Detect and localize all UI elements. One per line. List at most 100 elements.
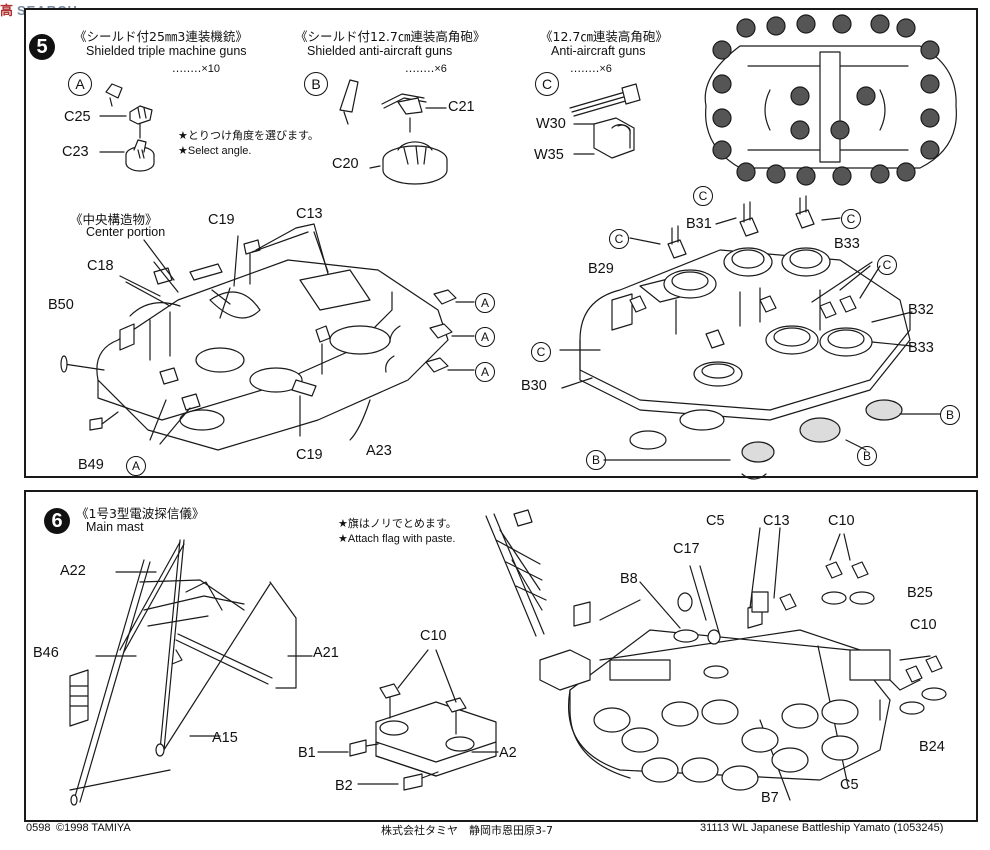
- part-b33-bottom-label: B33: [908, 340, 934, 356]
- part-c19-bottom-label: C19: [296, 447, 323, 463]
- leader-lines: [143, 231, 329, 319]
- part-a2-label: A2: [499, 745, 517, 761]
- part-b49-label: B49: [78, 457, 104, 473]
- part-b50-label: B50: [48, 297, 74, 313]
- part-a21-label: A21: [313, 645, 339, 661]
- gun-mount-ring-inner: [773, 327, 811, 347]
- gun-position-dot: [766, 16, 786, 36]
- center-structure-assembled: [579, 249, 911, 480]
- part-b2-label: B2: [335, 778, 353, 794]
- part-a15-label: A15: [212, 730, 238, 746]
- part-b8-label: B8: [620, 571, 638, 587]
- gun-mount-ring-inner: [789, 249, 823, 269]
- marker-c: C: [535, 72, 559, 96]
- group-a-title-jp: 《シールド付25㎜3連装機銃》: [74, 29, 248, 44]
- gun-position-dot: [920, 40, 940, 60]
- ac-guns-right: [559, 195, 941, 461]
- deck-gun-ring: [821, 735, 859, 761]
- gun-mount-rings: [663, 247, 873, 387]
- marker-c: C: [693, 186, 713, 206]
- group-a-qty: ‥‥‥‥×10: [172, 63, 221, 75]
- select-angle-note-jp: ★とりつけ角度を選びます。: [178, 129, 319, 142]
- marker-c: C: [531, 342, 551, 362]
- a-marker-guns: [385, 289, 475, 373]
- part-c17-label: C17: [673, 541, 700, 557]
- marker-c: C: [877, 255, 897, 275]
- mast-base-block: [317, 649, 499, 791]
- marker-a: A: [475, 293, 495, 313]
- ship-overview-plan: [704, 45, 957, 169]
- part-c5-bottom-label: C5: [840, 777, 859, 793]
- marker-b: B: [940, 405, 960, 425]
- part-b25-label: B25: [907, 585, 933, 601]
- group-c-title-jp: 《12.7㎝連装高角砲》: [540, 29, 668, 44]
- gun-position-dot: [830, 120, 850, 140]
- gun-mount-ring-inner: [701, 363, 735, 379]
- gun-position-dot: [796, 14, 816, 34]
- gun-position-dot: [870, 14, 890, 34]
- part-b32-label: B32: [908, 302, 934, 318]
- marker-b: B: [857, 446, 877, 466]
- gun-mount-ring-inner: [731, 249, 765, 269]
- deck-gun-ring: [741, 727, 779, 753]
- gun-position-dot: [920, 140, 940, 160]
- gun-position-dot: [736, 162, 756, 182]
- gun-mount-ring-inner: [827, 329, 865, 349]
- part-c19-top-label: C19: [208, 212, 235, 228]
- part-c10-top-label: C10: [828, 513, 855, 529]
- marker-c: C: [841, 209, 861, 229]
- center-structure: [60, 223, 449, 451]
- marker-a: A: [475, 327, 495, 347]
- gun-position-dot: [920, 108, 940, 128]
- gun-position-dot: [920, 74, 940, 94]
- deck-gun-ring: [641, 757, 679, 783]
- part-c13-label: C13: [763, 513, 790, 529]
- group-c-qty: ‥‥‥‥×6: [570, 63, 612, 75]
- center-portion-title-jp: 《中央構造物》: [70, 212, 158, 227]
- gun-position-dot: [856, 86, 876, 106]
- part-c13-label: C13: [296, 206, 323, 222]
- main-mast-title-en: Main mast: [86, 520, 144, 534]
- footer-code: 0598: [26, 822, 51, 834]
- footer-copyright: ©1998 TAMIYA: [56, 822, 131, 834]
- overview-gun-positions: [712, 14, 940, 186]
- main-mast-title-jp: 《1号3型電波探信儀》: [76, 506, 205, 521]
- part-c10-right-label: C10: [910, 617, 937, 633]
- triple-machine-gun-part: [99, 83, 155, 172]
- part-c5-top-label: C5: [706, 513, 725, 529]
- part-c10-left-label: C10: [420, 628, 447, 644]
- rear-deck-assembly: [485, 509, 931, 801]
- attach-flag-note-en: ★Attach flag with paste.: [338, 533, 456, 545]
- deck-gun-ring: [681, 757, 719, 783]
- shielded-aa-gun-part: [339, 79, 448, 185]
- footer-company: 株式会社タミヤ 静岡市恩田原3-7: [381, 824, 553, 837]
- part-b29-label: B29: [588, 261, 614, 277]
- part-b30-label: B30: [521, 378, 547, 394]
- deck-gun-rings: [593, 699, 859, 791]
- part-c20-label: C20: [332, 156, 359, 172]
- gun-position-dot: [712, 140, 732, 160]
- part-c18-label: C18: [87, 258, 114, 274]
- part-b33-top-label: B33: [834, 236, 860, 252]
- marker-c: C: [609, 229, 629, 249]
- gun-position-dot: [832, 14, 852, 34]
- group-b-title-jp: 《シールド付12.7㎝連装高角砲》: [295, 29, 486, 44]
- deck-gun-ring: [593, 707, 631, 733]
- deck-gun-ring: [781, 703, 819, 729]
- gun-mount-ring-inner: [671, 271, 709, 291]
- gun-position-dot: [796, 166, 816, 186]
- gun-position-dot: [790, 120, 810, 140]
- part-b1-label: B1: [298, 745, 316, 761]
- footer-product: 31113 WL Japanese Battleship Yamato (105…: [700, 822, 944, 834]
- group-a-title-en: Shielded triple machine guns: [86, 44, 247, 58]
- part-c23-label: C23: [62, 144, 89, 160]
- deck-gun-ring: [701, 699, 739, 725]
- gun-position-dot: [790, 86, 810, 106]
- group-b-title-en: Shielded anti-aircraft guns: [307, 44, 453, 58]
- deck-gun-ring: [621, 727, 659, 753]
- step-5-badge: 5: [29, 34, 55, 60]
- part-w30-label: W30: [536, 116, 566, 132]
- part-a22-label: A22: [60, 563, 86, 579]
- group-b-qty: ‥‥‥‥×6: [405, 63, 447, 75]
